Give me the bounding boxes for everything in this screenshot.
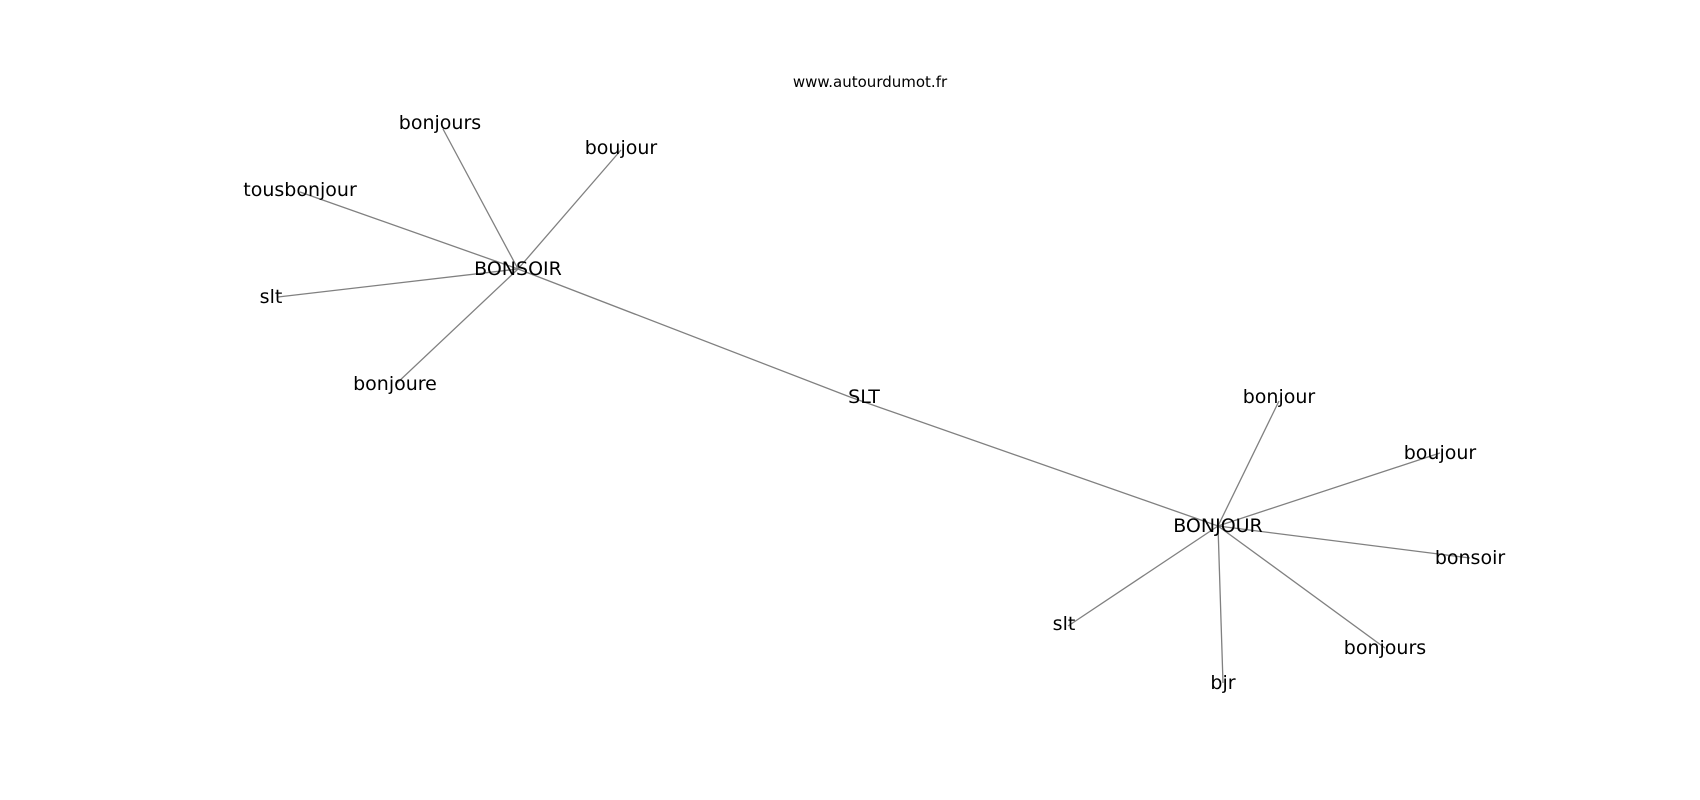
node-n-tousbonjour[interactable]: tousbonjour: [243, 179, 357, 201]
node-bonsoir-hub[interactable]: BONSOIR: [474, 258, 562, 280]
edge-bonsoir_hub-n_tousbonjour: [299, 191, 519, 270]
edge-bonjour_hub-n_bjr: [1217, 525, 1224, 684]
edge-bonjour_hub-n_bonsoir_2: [1217, 525, 1471, 559]
edge-slt_center-bonsoir_hub: [517, 268, 851, 398]
node-n-bonjour-2[interactable]: bonjour: [1243, 386, 1316, 408]
edge-bonjour_hub-n_bonjour_2: [1217, 400, 1280, 527]
graph-nodes: SLT BONSOIR BONJOUR bonjours boujour tousbonj…: [243, 112, 1505, 694]
node-n-bonsoir-2[interactable]: bonsoir: [1435, 547, 1506, 569]
edge-bonjour_hub-n_boujour_2: [1217, 452, 1441, 527]
node-bonjour-hub[interactable]: BONJOUR: [1173, 515, 1263, 537]
edge-bonjour_hub-n_slt_2: [1067, 525, 1219, 627]
edge-bonjour_hub-n_bonjours_2: [1217, 525, 1386, 649]
node-n-bjr[interactable]: bjr: [1210, 672, 1235, 694]
node-n-boujour-1[interactable]: boujour: [585, 137, 658, 159]
node-n-bonjoure[interactable]: bonjoure: [353, 373, 437, 395]
edge-slt_center-bonjour_hub: [849, 396, 1219, 527]
edge-bonsoir_hub-n_bonjoure: [395, 268, 519, 385]
node-slt-center[interactable]: SLT: [848, 386, 880, 408]
node-n-slt-2[interactable]: slt: [1053, 613, 1076, 635]
edge-bonsoir_hub-n_bonjours_1: [442, 128, 519, 270]
node-n-boujour-2[interactable]: boujour: [1404, 442, 1477, 464]
graph-edges: [277, 128, 1471, 684]
node-n-bonjours-1[interactable]: bonjours: [399, 112, 481, 134]
node-n-slt-1[interactable]: slt: [260, 286, 283, 308]
node-n-bonjours-2[interactable]: bonjours: [1344, 637, 1426, 659]
edge-bonsoir_hub-n_boujour_1: [517, 149, 622, 270]
edge-bonsoir_hub-n_slt_1: [277, 268, 519, 298]
site-watermark[interactable]: www.autourdumot.fr: [793, 73, 948, 91]
